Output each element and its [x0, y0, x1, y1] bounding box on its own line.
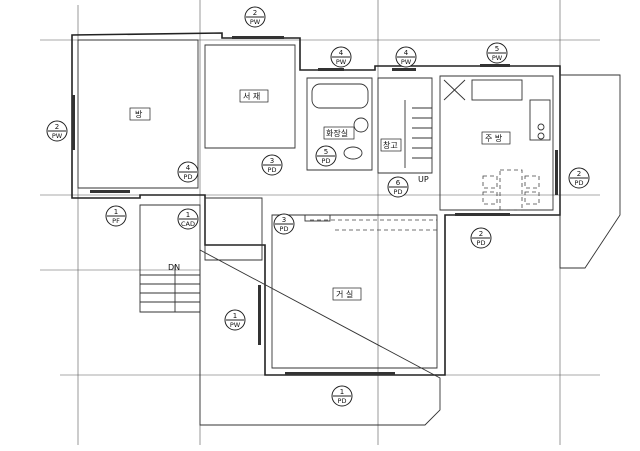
tag-window: 4PW	[330, 46, 352, 68]
room-label-bathroom: 화장실	[326, 128, 348, 138]
svg-text:PW: PW	[230, 321, 241, 329]
tag-window: 4PW	[395, 46, 417, 68]
svg-text:PD: PD	[280, 225, 289, 233]
svg-text:5: 5	[495, 45, 499, 53]
svg-text:PD: PD	[575, 179, 584, 187]
room-label-study: 서 재	[243, 92, 260, 101]
tag-window: 5PW	[486, 42, 508, 64]
svg-text:6: 6	[396, 179, 401, 187]
svg-text:1: 1	[233, 312, 237, 320]
room-label-bedroom: 방	[135, 109, 143, 119]
svg-text:3: 3	[282, 216, 286, 224]
tag-door: 1PD	[331, 385, 353, 407]
svg-text:2: 2	[577, 170, 581, 178]
svg-text:PD: PD	[268, 166, 277, 174]
svg-text:4: 4	[339, 49, 344, 57]
svg-text:PD: PD	[477, 239, 486, 247]
room-label-living: 거 실	[336, 289, 353, 299]
svg-text:2: 2	[55, 123, 59, 131]
svg-text:4: 4	[186, 164, 191, 172]
tag-door: 6PD	[387, 176, 409, 198]
room-label-storage: 창고	[383, 141, 398, 150]
tag-door: 2PD	[470, 227, 492, 249]
svg-text:PF: PF	[112, 217, 120, 225]
room-labels: 방 서 재 화장실 창고 주 방 거 실 DN UP	[129, 89, 511, 301]
svg-text:2: 2	[253, 9, 257, 17]
svg-text:PD: PD	[394, 188, 403, 196]
tag-window: 2PW	[46, 120, 68, 142]
tag-door: 3PD	[261, 154, 283, 176]
stair-up-label: UP	[418, 175, 429, 184]
svg-text:PW: PW	[401, 58, 412, 66]
svg-text:CAD: CAD	[181, 220, 195, 228]
svg-text:2: 2	[479, 230, 483, 238]
svg-text:PD: PD	[184, 173, 193, 181]
svg-text:1: 1	[186, 211, 190, 219]
tag-door: 2PD	[568, 167, 590, 189]
tag-door: 4PD	[177, 161, 199, 183]
svg-text:PD: PD	[322, 157, 331, 165]
svg-text:4: 4	[404, 49, 409, 57]
svg-text:PD: PD	[338, 397, 347, 405]
door-window-tags: 2PW 2PW 4PW 4PW 5PW 4PD 3PD 5PD 6PD 2PD …	[46, 6, 590, 407]
svg-text:PW: PW	[52, 132, 63, 140]
tag-door: 1PF	[105, 205, 127, 227]
svg-text:1: 1	[114, 208, 118, 216]
svg-text:PW: PW	[336, 58, 347, 66]
svg-text:1: 1	[340, 388, 344, 396]
svg-text:5: 5	[324, 148, 328, 156]
room-label-kitchen: 주 방	[485, 133, 503, 143]
tag-window: 2PW	[244, 6, 266, 28]
svg-text:PW: PW	[250, 18, 261, 26]
tag-door: 3PD	[273, 213, 295, 235]
tag-door: 5PD	[315, 145, 337, 167]
stair-down-label: DN	[168, 263, 180, 272]
walls	[71, 32, 621, 426]
tag-window: 1PW	[224, 309, 246, 331]
svg-text:3: 3	[270, 157, 274, 165]
svg-text:PW: PW	[492, 54, 503, 62]
